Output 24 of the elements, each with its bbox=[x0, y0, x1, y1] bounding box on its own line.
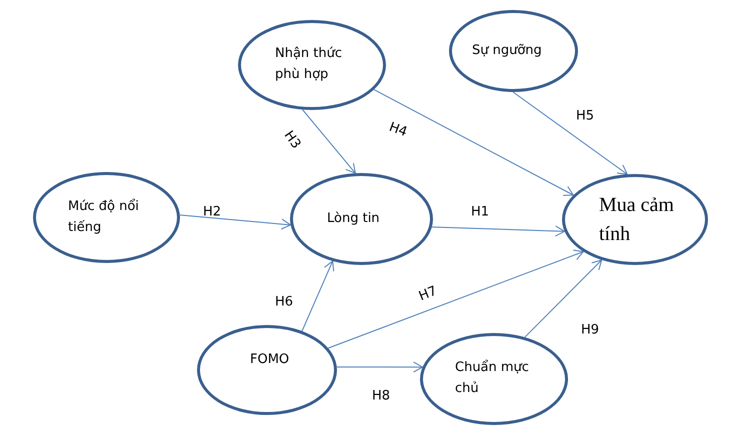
edge-label: H7 bbox=[416, 284, 440, 304]
arrow bbox=[336, 362, 424, 373]
node-label: Sự ngưỡng bbox=[472, 42, 542, 60]
edge-label: H9 bbox=[580, 322, 600, 338]
node-label: Nhận thức phù hợp bbox=[275, 45, 344, 84]
edge-label: H3 bbox=[280, 128, 304, 152]
edge-label: H8 bbox=[372, 388, 390, 404]
arrow bbox=[431, 226, 566, 237]
arrow bbox=[179, 214, 292, 230]
node-label: Mức độ nổi tiếng bbox=[68, 198, 140, 236]
edge-label: H5 bbox=[576, 108, 594, 124]
node-label: Chuẩn mực chủ bbox=[455, 358, 530, 398]
arrow bbox=[524, 259, 602, 338]
edge-label: H4 bbox=[386, 120, 410, 140]
arrow bbox=[302, 260, 334, 332]
node-label: Lòng tin bbox=[327, 210, 380, 228]
edge-label: H6 bbox=[274, 294, 294, 310]
node-label: Mua cảm tính bbox=[599, 192, 675, 246]
edge-label: H1 bbox=[470, 204, 490, 220]
arrow bbox=[373, 89, 574, 196]
edge-label: H2 bbox=[202, 204, 222, 220]
arrow bbox=[512, 92, 628, 175]
node-label: FOMO bbox=[250, 350, 290, 369]
arrow bbox=[302, 109, 356, 174]
